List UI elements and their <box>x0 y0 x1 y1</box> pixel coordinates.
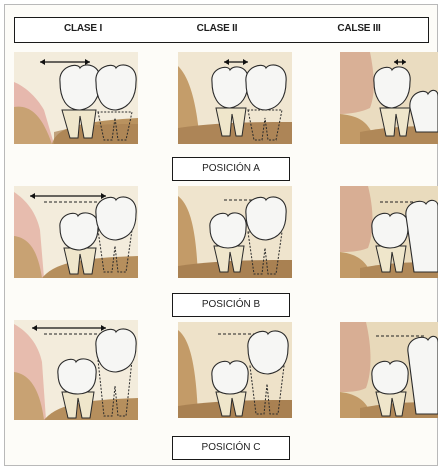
position-c-label: POSICIÓN C <box>172 436 290 460</box>
panel-class1-position-b <box>14 186 138 278</box>
panel-class3-position-c <box>340 322 438 418</box>
header-clase-3: CALSE III <box>309 23 409 34</box>
panel-class2-position-b <box>178 186 292 278</box>
panel-class2-position-a <box>178 52 292 144</box>
panel-class3-position-b <box>340 186 438 278</box>
panel-class2-position-c <box>178 322 292 418</box>
position-b-label: POSICIÓN B <box>172 293 290 317</box>
header-clase-1: CLASE I <box>33 23 133 34</box>
panel-class1-position-c <box>14 320 138 420</box>
header-clase-2: CLASE II <box>167 23 267 34</box>
position-a-label: POSICIÓN A <box>172 157 290 181</box>
class-header-bar: CLASE I CLASE II CALSE III <box>14 17 429 43</box>
panel-class3-position-a <box>340 52 438 144</box>
panel-class1-position-a <box>14 52 138 144</box>
